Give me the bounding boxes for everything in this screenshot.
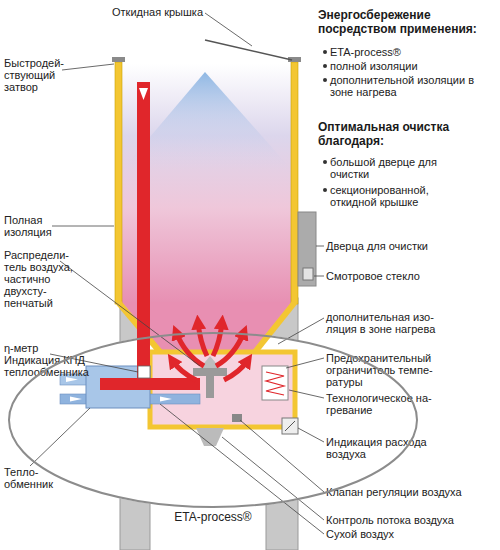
hot-air-arrow bbox=[198, 322, 207, 356]
eta-meter bbox=[138, 366, 150, 378]
hot-air-arrow bbox=[224, 360, 248, 380]
flow-arrow bbox=[139, 88, 148, 100]
leader-line bbox=[60, 261, 200, 366]
indicator-needle bbox=[285, 421, 295, 431]
leader-line bbox=[286, 358, 324, 368]
leader-line bbox=[316, 246, 324, 247]
hot-air-arrow bbox=[213, 322, 222, 356]
hot-air-pipe bbox=[137, 82, 150, 388]
region-label: ETA-process® bbox=[8, 510, 418, 524]
part-label: Быстродей- ствующий затвор bbox=[4, 57, 70, 93]
part-label: Откидная крышка bbox=[112, 6, 222, 18]
leader-line bbox=[278, 318, 324, 344]
flow-arrow bbox=[70, 397, 82, 402]
insulated-wall bbox=[115, 62, 122, 304]
part-label: Контроль потока воздуха bbox=[326, 514, 496, 526]
region-ellipse bbox=[9, 333, 417, 507]
leader-line bbox=[160, 404, 324, 534]
leader-line bbox=[314, 276, 324, 277]
leader-line bbox=[240, 420, 324, 492]
bullet-dot bbox=[323, 50, 327, 54]
bullet-dot bbox=[323, 188, 327, 192]
part-label: Полная изоляция bbox=[4, 214, 70, 238]
process-region: ETA-process® bbox=[8, 332, 418, 508]
bullet-item: дополнительной изоляции в зоне нагрева bbox=[330, 74, 475, 98]
leader-line bbox=[222, 437, 324, 520]
airflow-indicator bbox=[282, 418, 298, 434]
leader-line bbox=[205, 13, 252, 46]
bullet-item: большой дверце для очистки bbox=[330, 156, 455, 180]
part-label: Технологическое на- гревание bbox=[326, 392, 446, 416]
insulated-wall bbox=[291, 62, 298, 304]
leader-line bbox=[289, 390, 324, 398]
part-label: Предохранительный ограничитель темпе- ра… bbox=[326, 352, 451, 388]
part-label: Индикация расхода воздуха bbox=[326, 436, 441, 460]
section-heading: Энергосбережение посредством применения: bbox=[318, 8, 496, 36]
sight-glass bbox=[303, 268, 313, 280]
leader-lines bbox=[30, 13, 324, 534]
flow-arrow bbox=[160, 397, 172, 402]
hinged-lid bbox=[205, 40, 292, 60]
part-label: Сухой воздух bbox=[326, 528, 496, 540]
hot-air-pipe bbox=[100, 378, 200, 390]
part-label: Распредели- тель воздуха, частично двухс… bbox=[4, 249, 84, 309]
leader-line bbox=[30, 408, 90, 466]
part-label: дополнительная изо- ляция в зоне нагрева bbox=[326, 311, 451, 335]
process-heater bbox=[262, 366, 288, 400]
section-heading: Оптимальная очистка благодаря: bbox=[318, 120, 478, 148]
bullet-item: ETA-process® bbox=[330, 46, 490, 58]
bullet-item: полной изоляции bbox=[330, 60, 490, 72]
cleaning-door bbox=[298, 212, 316, 286]
hopper-insulation bbox=[255, 302, 295, 352]
part-label: Клапан регуляции воздуха bbox=[326, 486, 496, 498]
bullet-dot bbox=[323, 160, 327, 164]
leader-line bbox=[298, 428, 324, 442]
bullet-item: секционированной, откидной крышке bbox=[330, 184, 455, 208]
region-outline bbox=[8, 332, 418, 508]
air-distributor bbox=[193, 368, 227, 376]
part-label: Смотровое стекло bbox=[326, 270, 486, 282]
hot-air-arrow bbox=[172, 360, 196, 380]
leader-line bbox=[52, 226, 114, 227]
bullet-dot bbox=[323, 64, 327, 68]
part-label: Тепло- обменник bbox=[4, 466, 66, 490]
quick-lock bbox=[112, 57, 125, 62]
heater-coil bbox=[266, 372, 284, 395]
part-label: Дверца для очистки bbox=[326, 240, 486, 252]
air-distributor bbox=[206, 376, 214, 398]
part-label: η-метр Индикация КПД теплообменника bbox=[4, 342, 92, 378]
bullet-dot bbox=[323, 78, 327, 82]
leader-line bbox=[62, 64, 114, 70]
